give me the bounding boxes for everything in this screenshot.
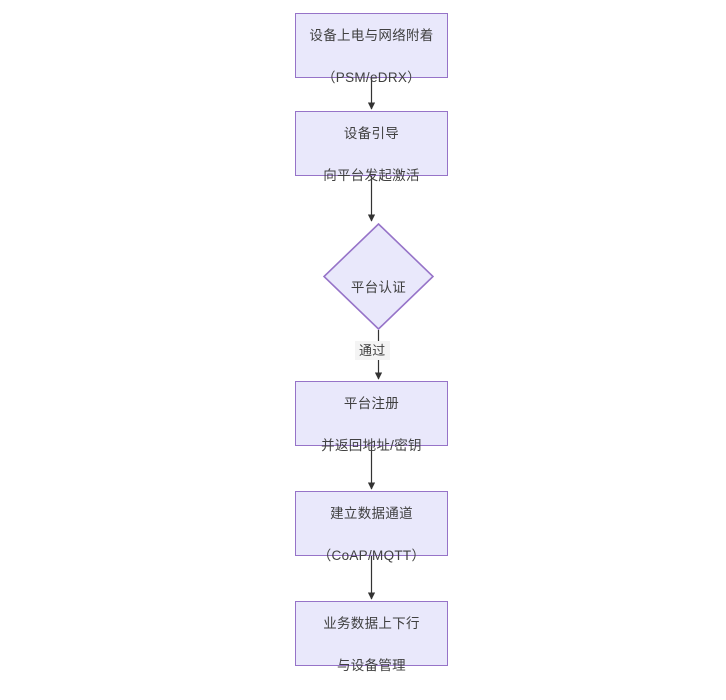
flow-node-device-power-on[interactable]: 设备上电与网络附着 （PSM/eDRX） (295, 13, 448, 85)
flow-node-label: 平台认证 (350, 279, 407, 295)
flow-node-data-channel[interactable]: 建立数据通道 （CoAP/MQTT） (295, 491, 448, 563)
flow-node-label: 业务数据上下行 与设备管理 (323, 615, 420, 673)
flow-node-platform-authentication[interactable]: 平台认证 (323, 223, 434, 330)
flow-node-device-bootstrap[interactable]: 设备引导 向平台发起激活 (295, 111, 448, 183)
diamond-shape (323, 223, 434, 330)
flow-node-label: 设备引导 向平台发起激活 (323, 125, 420, 183)
edge-label-pass: 通过 (355, 341, 390, 360)
flow-node-business-data[interactable]: 业务数据上下行 与设备管理 (295, 601, 448, 673)
flow-node-label: 建立数据通道 （CoAP/MQTT） (317, 505, 426, 563)
flow-node-label: 平台注册 并返回地址/密钥 (321, 395, 422, 453)
flow-node-label: 设备上电与网络附着 （PSM/eDRX） (309, 27, 434, 85)
flow-node-platform-registration[interactable]: 平台注册 并返回地址/密钥 (295, 381, 448, 453)
